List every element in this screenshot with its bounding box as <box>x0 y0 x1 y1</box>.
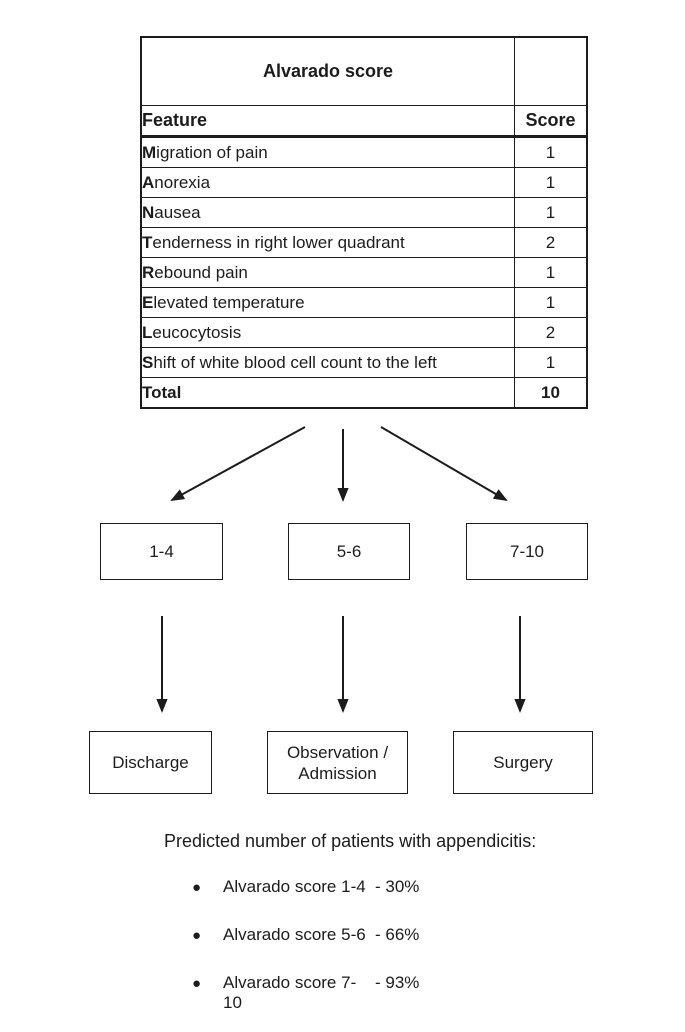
outcome-box-observation-admission: Observation / Admission <box>267 731 408 794</box>
feature-initial: N <box>142 202 155 222</box>
outcome-box-discharge: Discharge <box>89 731 212 794</box>
bullet-label: Alvarado score 7-10 <box>223 973 357 1012</box>
table-row-rebound: Rebound pain 1 <box>140 257 588 288</box>
feature-cell: Shift of white blood cell count to the l… <box>140 347 515 378</box>
feature-cell: Anorexia <box>140 167 515 198</box>
feature-text: ausea <box>154 202 201 222</box>
prediction-list: ● Alvarado score 1-4 - 30% ● Alvarado sc… <box>192 877 419 1021</box>
table-row-anorexia: Anorexia 1 <box>140 167 588 198</box>
bullet-icon: ● <box>192 927 202 944</box>
score-cell: 2 <box>514 227 588 258</box>
total-label: Total <box>140 377 515 409</box>
score-cell: 1 <box>514 287 588 318</box>
feature-text: hift of white blood cell count to the le… <box>153 352 437 372</box>
outcome-label: Discharge <box>112 753 189 772</box>
score-cell: 1 <box>514 167 588 198</box>
bullet-label: Alvarado score 1-4 <box>223 877 366 896</box>
range-label: 5-6 <box>336 542 362 561</box>
bullet-icon: ● <box>192 879 202 896</box>
prediction-bullet: ● Alvarado score 5-6 - 66% <box>192 925 419 946</box>
range-label: 1-4 <box>149 542 174 561</box>
column-header-score: Score <box>514 105 588 138</box>
arrow-table-to-range-7-10 <box>380 426 508 502</box>
table-row-migration: Migration of pain 1 <box>140 136 588 168</box>
alvarado-score-table: Alvarado score Feature Score Migration o… <box>140 36 588 409</box>
table-title-row: Alvarado score <box>140 36 588 106</box>
feature-cell: Leucocytosis <box>140 317 515 348</box>
feature-text: levated temperature <box>153 292 305 312</box>
outcome-box-surgery: Surgery <box>453 731 593 794</box>
bullet-value: - 66% <box>375 925 420 944</box>
feature-initial: E <box>142 292 154 312</box>
total-score: 10 <box>514 377 588 409</box>
score-cell: 1 <box>514 136 588 168</box>
feature-initial: T <box>142 232 153 252</box>
column-header-feature: Feature <box>140 105 515 138</box>
prediction-bullet: ● Alvarado score 7-10 - 93% <box>192 973 420 1012</box>
feature-initial: S <box>142 352 154 372</box>
score-cell: 1 <box>514 257 588 288</box>
score-cell: 2 <box>514 317 588 348</box>
bullet-icon: ● <box>192 975 202 992</box>
table-row-leucocytosis: Leucocytosis 2 <box>140 317 588 348</box>
feature-initial: M <box>142 142 157 162</box>
table-row-nausea: Nausea 1 <box>140 197 588 228</box>
score-cell: 1 <box>514 197 588 228</box>
feature-text: igration of pain <box>156 142 268 162</box>
feature-text: eucocytosis <box>152 322 242 342</box>
score-cell: 1 <box>514 347 588 378</box>
feature-cell: Nausea <box>140 197 515 228</box>
bullet-value: - 30% <box>375 877 420 896</box>
feature-text: enderness in right lower quadrant <box>152 232 405 252</box>
prediction-bullet: ● Alvarado score 1-4 - 30% <box>192 877 419 898</box>
feature-cell: Tenderness in right lower quadrant <box>140 227 515 258</box>
range-label: 7-10 <box>509 542 545 561</box>
feature-cell: Migration of pain <box>140 136 515 168</box>
range-box-1-4: 1-4 <box>100 523 223 580</box>
prediction-heading: Predicted number of patients with append… <box>164 831 537 851</box>
outcome-label: Observation / Admission <box>286 742 389 783</box>
range-box-7-10: 7-10 <box>466 523 588 580</box>
outcome-label: Surgery <box>493 753 553 772</box>
table-title: Alvarado score <box>140 36 515 106</box>
feature-cell: Rebound pain <box>140 257 515 288</box>
table-total-row: Total 10 <box>140 377 588 409</box>
feature-initial: A <box>142 172 155 192</box>
table-row-tenderness: Tenderness in right lower quadrant 2 <box>140 227 588 258</box>
bullet-label: Alvarado score 5-6 <box>223 925 366 944</box>
feature-cell: Elevated temperature <box>140 287 515 318</box>
feature-text: norexia <box>154 172 211 192</box>
bullet-value: - 93% <box>375 973 420 992</box>
range-box-5-6: 5-6 <box>288 523 410 580</box>
table-row-temperature: Elevated temperature 1 <box>140 287 588 318</box>
table-title-empty-cell <box>514 36 588 106</box>
feature-initial: L <box>142 322 153 342</box>
table-header-row: Feature Score <box>140 105 588 138</box>
arrow-table-to-range-1-4 <box>170 426 306 501</box>
table-row-shift: Shift of white blood cell count to the l… <box>140 347 588 378</box>
feature-initial: R <box>142 262 155 282</box>
feature-text: ebound pain <box>154 262 248 282</box>
